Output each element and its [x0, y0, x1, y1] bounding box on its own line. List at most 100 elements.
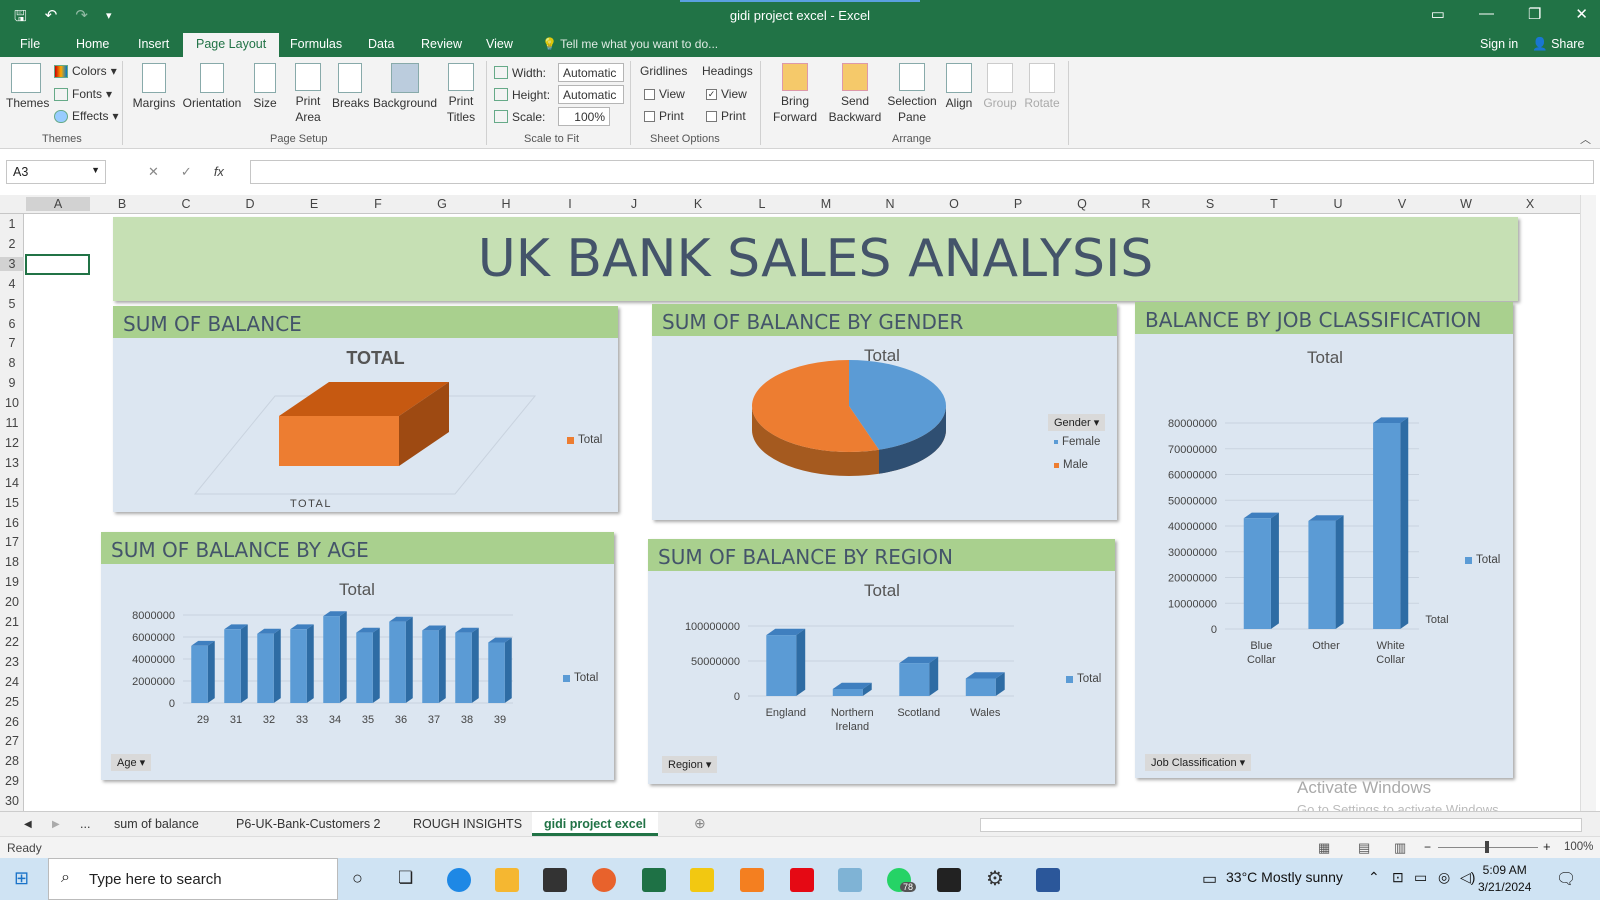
headings-view-checkbox[interactable]: ✓View: [706, 87, 747, 101]
sign-in-link[interactable]: Sign in: [1480, 37, 1519, 51]
zoom-in-icon[interactable]: +: [1543, 839, 1551, 854]
background-button[interactable]: Background: [372, 63, 438, 110]
column-header[interactable]: S: [1205, 197, 1215, 211]
tab-formulas[interactable]: Formulas: [290, 37, 343, 51]
row-header[interactable]: 9: [8, 376, 16, 391]
row-header[interactable]: 26: [5, 714, 19, 729]
row-header[interactable]: 21: [5, 615, 19, 629]
tab-data[interactable]: Data: [368, 37, 395, 51]
zoom-out-icon[interactable]: −: [1424, 840, 1432, 854]
windows-start-icon[interactable]: ⊞: [14, 868, 30, 888]
tell-me-box[interactable]: 💡 Tell me what you want to do...: [542, 37, 718, 51]
gridlines-print-checkbox[interactable]: Print: [644, 109, 684, 123]
customize-qat-icon[interactable]: ▾: [105, 10, 112, 22]
column-header[interactable]: F: [374, 197, 382, 211]
column-header[interactable]: L: [758, 197, 766, 211]
selected-cell[interactable]: [25, 254, 90, 275]
column-header[interactable]: J: [630, 197, 638, 211]
task-view-icon[interactable]: ❏: [398, 868, 414, 887]
minimize-icon[interactable]: —: [1478, 5, 1494, 22]
excel-icon[interactable]: [642, 868, 666, 892]
ribbon-display-icon[interactable]: ▭: [1430, 6, 1445, 23]
column-header[interactable]: X: [1525, 197, 1535, 211]
column-header[interactable]: H: [501, 197, 511, 211]
column-header[interactable]: N: [885, 197, 895, 211]
region-filter-button[interactable]: Region ▾: [662, 756, 718, 773]
tab-file[interactable]: File: [20, 37, 41, 51]
row-header[interactable]: 10: [5, 396, 19, 411]
weather-text[interactable]: 33°C Mostly sunny: [1226, 869, 1343, 885]
row-header[interactable]: 28: [5, 754, 19, 769]
size-button[interactable]: Size: [250, 63, 280, 110]
column-header[interactable]: Q: [1077, 197, 1087, 211]
redo-icon[interactable]: ↷: [75, 7, 88, 24]
scroll-right-icon[interactable]: ▶: [52, 819, 60, 830]
gender-filter-button[interactable]: Gender ▾: [1048, 414, 1106, 431]
row-header[interactable]: 13: [5, 455, 19, 470]
battery-icon[interactable]: ▭: [1414, 869, 1428, 885]
horizontal-scrollbar[interactable]: [980, 818, 1582, 832]
row-header[interactable]: 7: [8, 336, 16, 351]
effects-button[interactable]: Effects▾: [54, 109, 119, 123]
normal-view-icon[interactable]: ▦: [1318, 840, 1331, 855]
notepad-icon[interactable]: [838, 868, 862, 892]
firefox-icon[interactable]: [592, 868, 616, 892]
column-header[interactable]: M: [820, 197, 832, 211]
sheet-tab[interactable]: ROUGH INSIGHTS: [413, 817, 523, 831]
chevron-up-icon[interactable]: ⌃: [1368, 869, 1380, 885]
column-header[interactable]: U: [1333, 197, 1343, 211]
row-header[interactable]: 3: [0, 256, 24, 271]
column-header[interactable]: E: [309, 197, 319, 211]
sheet-tab-active[interactable]: gidi project excel: [532, 812, 659, 836]
row-header[interactable]: 23: [5, 654, 19, 669]
cortana-icon[interactable]: ○: [352, 868, 363, 888]
clock[interactable]: 5:09 AM 3/21/2024: [1478, 862, 1531, 896]
row-header[interactable]: 1: [8, 217, 16, 231]
job-filter-button[interactable]: Job Classification ▾: [1145, 754, 1252, 771]
settings-gear-icon[interactable]: ⚙: [986, 868, 1004, 890]
power-bi-icon[interactable]: [690, 868, 714, 892]
row-header[interactable]: 11: [5, 416, 19, 430]
sheet-tab-more[interactable]: ...: [80, 817, 91, 831]
network-icon[interactable]: ◎: [1438, 869, 1451, 885]
row-header[interactable]: 12: [5, 435, 19, 450]
close-icon[interactable]: ✕: [1575, 6, 1588, 23]
add-sheet-icon[interactable]: ⊕: [694, 815, 706, 831]
row-header[interactable]: 2: [8, 236, 16, 251]
dashboard-banner[interactable]: UK BANK SALES ANALYSIS: [113, 217, 1518, 301]
mail-icon[interactable]: [543, 868, 567, 892]
page-break-view-icon[interactable]: ▥: [1394, 840, 1407, 855]
tab-review[interactable]: Review: [421, 37, 462, 51]
name-box[interactable]: A3▼: [6, 160, 106, 184]
row-header[interactable]: 5: [8, 296, 16, 311]
column-header[interactable]: D: [245, 197, 255, 211]
vertical-scrollbar[interactable]: [1580, 195, 1596, 811]
scroll-left-icon[interactable]: ◀: [24, 819, 32, 830]
zoom-level[interactable]: 100%: [1564, 841, 1594, 853]
column-header[interactable]: G: [437, 197, 447, 211]
row-header[interactable]: 16: [5, 515, 19, 530]
column-header[interactable]: C: [181, 197, 191, 211]
column-header[interactable]: A: [26, 197, 90, 211]
zoom-thumb[interactable]: [1485, 841, 1489, 853]
tab-view[interactable]: View: [486, 37, 513, 51]
row-header[interactable]: 22: [5, 634, 19, 649]
tab-home[interactable]: Home: [76, 37, 110, 51]
themes-button[interactable]: Themes: [6, 63, 49, 110]
taskbar-search[interactable]: ⌕ Type here to search: [48, 858, 338, 900]
sheet-tab[interactable]: sum of balance: [114, 817, 199, 831]
enter-icon[interactable]: ✓: [180, 164, 192, 179]
panel-balance-by-gender[interactable]: SUM OF BALANCE BY GENDER Total Gender ▾ …: [652, 304, 1117, 520]
row-header[interactable]: 6: [8, 316, 16, 331]
height-select[interactable]: Automatic: [558, 85, 624, 104]
photos-icon[interactable]: [937, 868, 961, 892]
gridlines-view-checkbox[interactable]: View: [644, 87, 685, 101]
xampp-icon[interactable]: [740, 868, 764, 892]
column-header[interactable]: B: [117, 197, 127, 211]
row-header[interactable]: 30: [5, 794, 19, 809]
